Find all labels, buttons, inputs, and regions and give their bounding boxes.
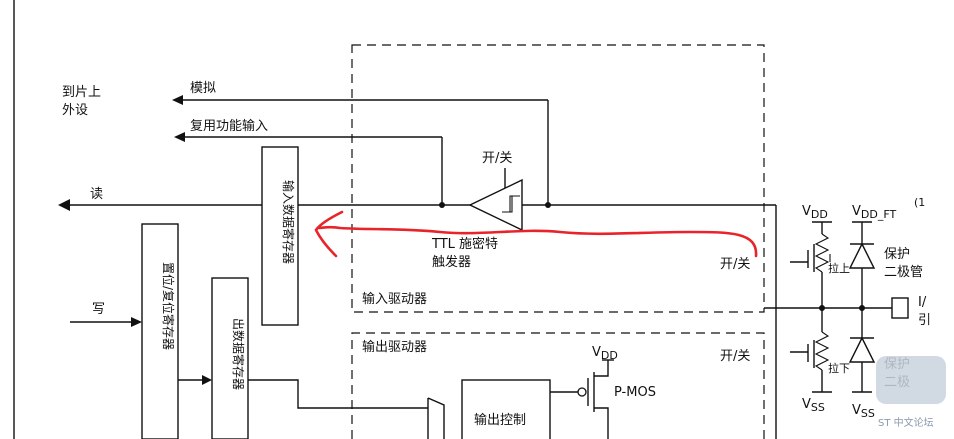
protection-diode-bottom — [848, 336, 876, 363]
pull-up-resistor — [814, 233, 830, 273]
output-data-register — [211, 277, 249, 439]
pull-down-resistor — [814, 331, 830, 371]
bit-set-reset-register — [141, 223, 179, 439]
pull-up-label: 拉上 — [828, 261, 850, 275]
pmos-label: P-MOS — [614, 385, 656, 400]
io-pin-label-2: 引 — [918, 313, 931, 328]
alt-func-label: 复用功能输入 — [190, 118, 268, 134]
analog-label: 模拟 — [190, 81, 216, 96]
vdd-ft-note: (1 — [914, 196, 925, 209]
pmos-source — [594, 360, 609, 377]
input-driver-label: 输入驱动器 — [362, 291, 427, 307]
vdd-label: VDD — [802, 204, 828, 221]
on-off-output: 开/关 — [720, 349, 750, 364]
onchip-label-2: 外设 — [62, 103, 88, 118]
input-data-register-label: 输入数据寄存器 — [281, 180, 296, 264]
red-arrow-head — [314, 210, 344, 258]
input-data-register — [261, 146, 299, 326]
red-annotation-arrow — [316, 225, 758, 258]
pull-down-label: 拉下 — [828, 361, 850, 375]
junction-dot — [545, 202, 551, 208]
vdd-ft-label: VDD_FT — [852, 204, 896, 221]
protection-diode-top-label-1: 保护 — [884, 247, 910, 262]
hysteresis-mark — [506, 195, 520, 213]
write-arrow — [131, 317, 142, 327]
alt-func-arrow — [174, 132, 185, 142]
read-label: 读 — [90, 187, 103, 202]
io-pin — [891, 297, 909, 319]
protection-diode-top-label-2: 二极管 — [884, 265, 923, 280]
output-control-label: 输出控制 — [474, 412, 526, 428]
pmos-gate-bubble — [577, 387, 587, 397]
ttl-label-1: TTL 施密特 — [431, 236, 498, 252]
vss-label: VSS — [802, 397, 825, 414]
ttl-label-2: 触发器 — [432, 254, 471, 270]
on-off-right: 开/关 — [720, 257, 750, 272]
mux-shape — [427, 397, 445, 439]
output-control-box — [461, 379, 551, 439]
watermark-logo — [876, 356, 946, 404]
set-reset-arrow — [202, 375, 212, 385]
onchip-label-1: 到片上 — [62, 85, 101, 100]
pmos-vdd-label: VDD — [592, 345, 618, 362]
bit-set-reset-register-label: 置位/复位寄存器 — [161, 262, 176, 350]
write-label: 写 — [92, 302, 105, 317]
output-driver-box — [351, 332, 765, 439]
pmos-drain — [594, 407, 609, 439]
analog-arrow — [172, 95, 183, 105]
on-off-top: 开/关 — [482, 151, 512, 166]
output-data-register-label: 出数据寄存器 — [231, 318, 246, 390]
output-data-line — [248, 379, 428, 409]
watermark-text: ST 中文论坛 — [878, 416, 934, 429]
io-pin-label-1: I/ — [918, 295, 927, 310]
schmitt-trigger-symbol — [468, 178, 523, 232]
read-arrow — [58, 199, 70, 211]
junction-dot — [439, 202, 445, 208]
input-driver-box — [351, 44, 765, 313]
output-driver-label: 输出驱动器 — [362, 339, 427, 355]
protection-diode-top — [848, 242, 876, 269]
vss-label-2: VSS — [852, 403, 875, 420]
